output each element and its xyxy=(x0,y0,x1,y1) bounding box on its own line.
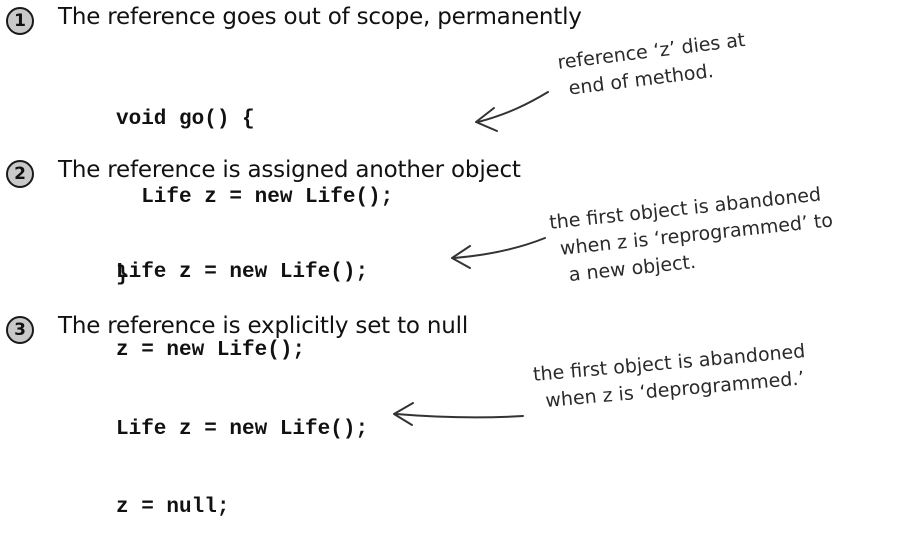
arrow-2-icon xyxy=(453,237,546,259)
code-line: } xyxy=(116,264,129,287)
code-line: Life z = new Life(); xyxy=(116,186,394,209)
step-1-number-badge: 1 xyxy=(6,7,34,35)
code-line: Life z = new Life(); xyxy=(116,261,369,284)
code-line: z = new Life(); xyxy=(116,339,306,362)
step-1-code-block: void go() { Life z = new Life(); } xyxy=(116,55,393,315)
step-1-annotation: reference ‘z’ dies at end of method. xyxy=(556,27,750,104)
arrow-2-head-icon xyxy=(451,245,471,269)
arrow-1-head-icon xyxy=(475,107,498,132)
step-3-number-badge: 3 xyxy=(6,316,34,344)
code-line: Life z = new Life(); xyxy=(116,418,369,441)
code-line: z = null; xyxy=(116,496,230,519)
step-1-heading: The reference goes out of scope, permane… xyxy=(58,4,582,30)
arrow-3-icon xyxy=(395,413,524,419)
step-2-heading: The reference is assigned another object xyxy=(58,157,521,183)
step-3-annotation: the first object is abandoned when z is … xyxy=(532,338,809,416)
step-2-number-badge: 2 xyxy=(6,160,34,188)
step-2-code-block: Life z = new Life(); z = new Life(); xyxy=(116,208,368,390)
step-2-annotation: the first object is abandoned when z is … xyxy=(548,180,837,290)
step-3-code-block: Life z = new Life(); z = null; xyxy=(116,365,368,547)
step-3-heading: The reference is explicitly set to null xyxy=(58,313,469,339)
arrow-1-icon xyxy=(477,91,549,123)
arrow-3-head-icon xyxy=(393,402,414,426)
code-line: void go() { xyxy=(116,108,255,131)
